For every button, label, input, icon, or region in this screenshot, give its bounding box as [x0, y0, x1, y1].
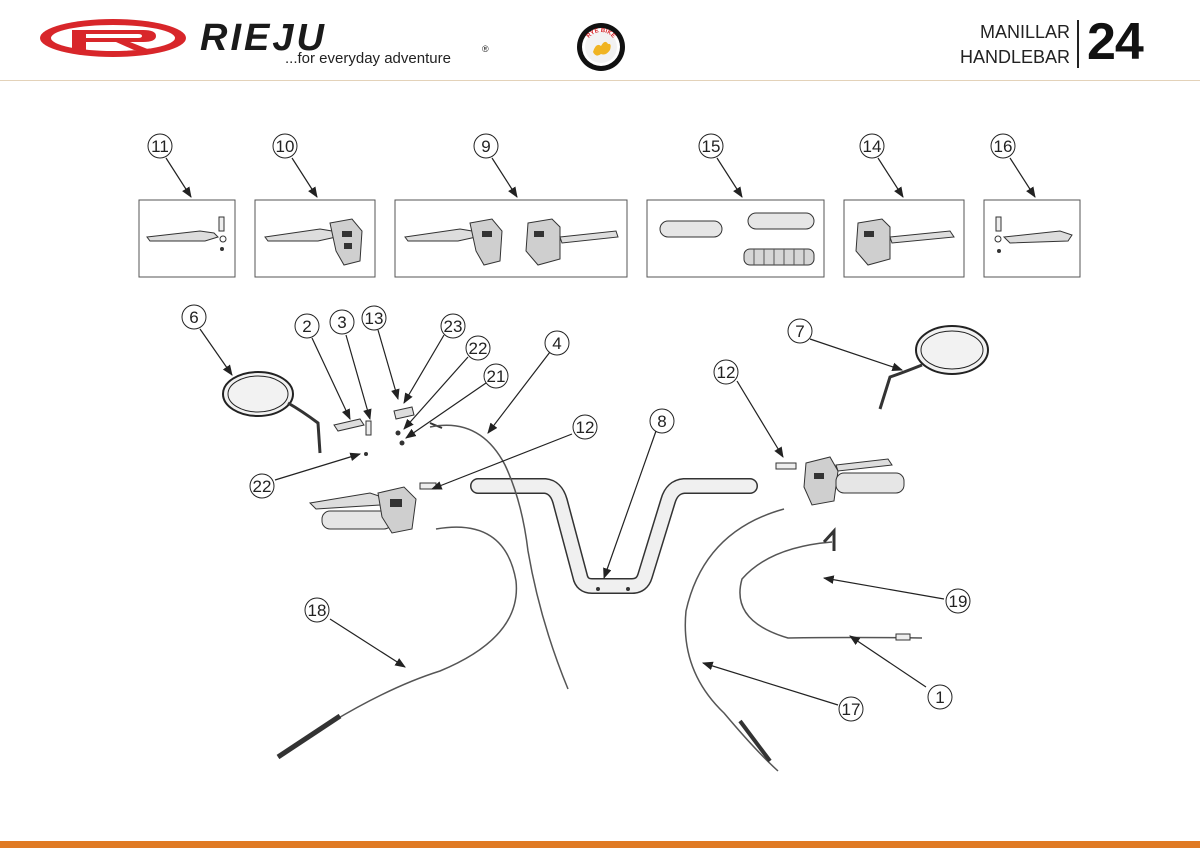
- svg-text:13: 13: [365, 309, 384, 328]
- callout-6: 6: [181, 304, 207, 330]
- callout-12-right: 12: [713, 359, 739, 385]
- svg-text:22: 22: [253, 477, 272, 496]
- left-control-assembly: [308, 482, 437, 534]
- callout-9: 9: [473, 133, 499, 159]
- callout-22-bottom: 22: [249, 473, 275, 499]
- callout-2: 2: [294, 313, 320, 339]
- callout-15: 15: [698, 133, 724, 159]
- callout-3: 3: [329, 309, 355, 335]
- small-parts-cluster: [333, 406, 443, 456]
- kit-box-14: [843, 199, 965, 278]
- callout-10: 10: [272, 133, 298, 159]
- callout-11: 11: [147, 133, 173, 159]
- svg-text:22: 22: [469, 339, 488, 358]
- badge-text: RYE BIKE: [586, 28, 616, 40]
- callout-18: 18: [304, 597, 330, 623]
- header-rule: [0, 80, 1200, 81]
- rye-bike-badge: RYE BIKE: [577, 23, 625, 71]
- callout-1: 1: [927, 684, 953, 710]
- rear-brake-cable: [277, 526, 518, 758]
- callout-23: 23: [440, 313, 466, 339]
- callout-16: 16: [990, 133, 1016, 159]
- callout-7: 7: [787, 318, 813, 344]
- svg-text:14: 14: [863, 137, 882, 156]
- brand-tagline: ...for everyday adventure: [285, 50, 451, 67]
- svg-text:23: 23: [444, 317, 463, 336]
- svg-text:8: 8: [657, 412, 666, 431]
- svg-text:6: 6: [189, 308, 198, 327]
- svg-text:21: 21: [487, 367, 506, 386]
- page-number: 24: [1087, 13, 1144, 71]
- exploded-parts-diagram: 11 10 9 15 14 16 6 2 3 13 23 22 21 4 12 …: [138, 133, 1081, 772]
- svg-text:1: 1: [935, 688, 944, 707]
- page-header: RIEJU ® ...for everyday adventure RYE BI…: [0, 0, 1200, 80]
- title-spanish: MANILLAR: [979, 22, 1070, 42]
- title-english: HANDLEBAR: [959, 47, 1070, 67]
- kit-box-9: [394, 199, 628, 278]
- callout-14: 14: [859, 133, 885, 159]
- callout-4: 4: [544, 330, 570, 356]
- svg-text:7: 7: [795, 322, 804, 341]
- callout-17: 17: [838, 696, 864, 722]
- bottom-accent-bar: [0, 841, 1200, 848]
- kit-box-15: [646, 199, 825, 278]
- svg-text:2: 2: [302, 317, 311, 336]
- callout-21: 21: [483, 363, 509, 389]
- svg-text:12: 12: [717, 363, 736, 382]
- right-control-assembly: [775, 456, 905, 506]
- svg-text:15: 15: [702, 137, 721, 156]
- callout-13: 13: [361, 305, 387, 331]
- callout-22-top: 22: [465, 335, 491, 361]
- title-divider: [1077, 20, 1079, 68]
- brand-wordmark: RIEJU: [200, 17, 327, 59]
- svg-text:17: 17: [842, 700, 861, 719]
- callout-19: 19: [945, 588, 971, 614]
- kit-box-11: [138, 199, 236, 278]
- svg-text:12: 12: [576, 418, 595, 437]
- kit-box-16: [983, 199, 1081, 278]
- left-mirror: [222, 371, 322, 454]
- section-title: MANILLAR HANDLEBAR: [930, 20, 1070, 70]
- front-brake-cable: [684, 508, 785, 772]
- svg-text:4: 4: [552, 334, 561, 353]
- right-mirror: [878, 325, 989, 410]
- svg-text:18: 18: [308, 601, 327, 620]
- svg-text:9: 9: [481, 137, 490, 156]
- svg-text:11: 11: [151, 137, 169, 156]
- kit-box-10: [254, 199, 376, 278]
- svg-text:19: 19: [949, 592, 968, 611]
- svg-text:3: 3: [337, 313, 346, 332]
- callout-12-left: 12: [572, 414, 598, 440]
- svg-text:16: 16: [994, 137, 1013, 156]
- callout-8: 8: [649, 408, 675, 434]
- svg-text:®: ®: [482, 44, 489, 54]
- rieju-logo: RIEJU ®: [40, 17, 489, 59]
- svg-text:RYE BIKE: RYE BIKE: [586, 28, 616, 40]
- throttle-cable: [429, 424, 569, 690]
- svg-text:10: 10: [276, 137, 295, 156]
- leader-lines: [165, 157, 1036, 706]
